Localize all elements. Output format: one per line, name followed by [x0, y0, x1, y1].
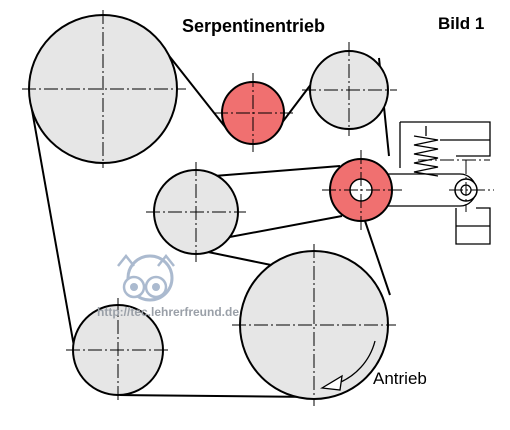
idler-pulley-top — [214, 73, 293, 152]
tensioner-pulley — [322, 150, 402, 230]
watermark-owl-logo — [117, 253, 175, 302]
tensioner-spring — [413, 126, 439, 177]
diagram-title: Serpentinentrieb — [182, 16, 325, 36]
large-pulley-top-left — [22, 10, 186, 168]
rotation-arrow — [320, 340, 376, 391]
pulley-bottom-left — [66, 298, 170, 402]
tensioner-housing — [399, 121, 491, 245]
drive-pulley — [232, 244, 396, 406]
figure-label: Bild 1 — [438, 14, 484, 33]
pulley-top-right — [302, 42, 397, 136]
tensioner-arm — [361, 160, 494, 212]
watermark-text: http://tec.lehrerfreund.de — [97, 305, 239, 319]
pulley-middle-left — [146, 162, 246, 262]
drive-label: Antrieb — [373, 369, 427, 388]
